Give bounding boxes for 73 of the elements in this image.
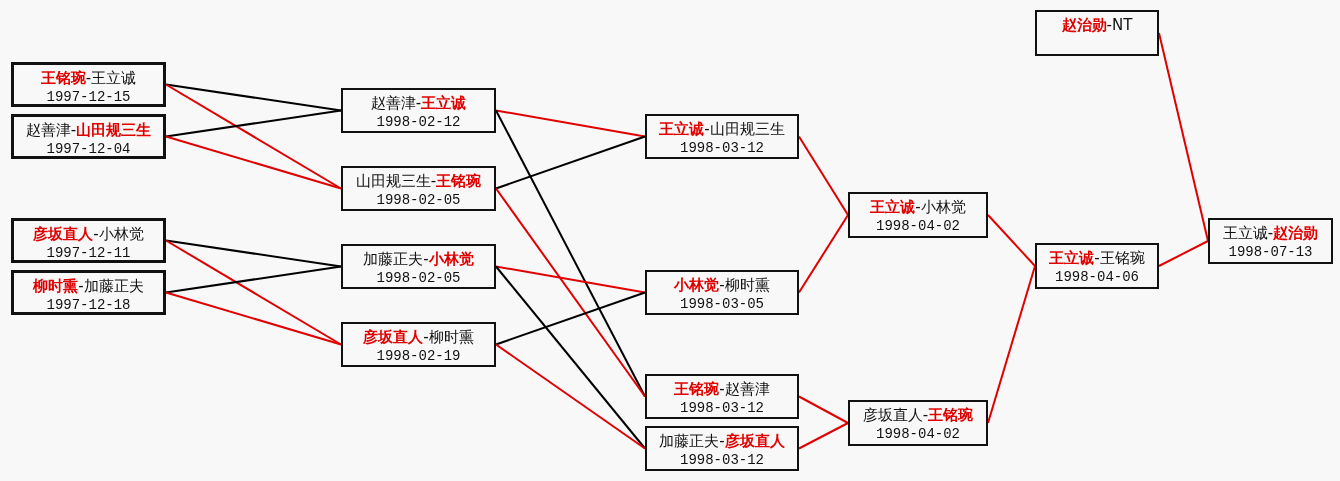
bracket-line — [495, 265, 646, 294]
bracket-line — [798, 422, 849, 450]
match-box — [645, 426, 799, 471]
match-box — [11, 114, 166, 159]
match-date: 1998-02-05 — [376, 269, 461, 287]
match-players: 王立诚-王铭琬 — [1049, 249, 1145, 267]
match-box — [645, 114, 799, 159]
match-box — [848, 400, 988, 446]
match-box — [11, 62, 166, 107]
match-box — [848, 192, 988, 238]
bracket-line — [1158, 32, 1209, 242]
bracket-line — [798, 214, 849, 294]
match-players: 王立诚-山田规三生 — [659, 120, 785, 138]
match-date: 1997-12-04 — [46, 140, 131, 158]
bracket-line — [1158, 240, 1209, 267]
bracket-line — [165, 239, 342, 346]
bracket-line — [165, 83, 342, 112]
match-players: 彦坂直人-王铭琬 — [862, 406, 974, 424]
match-box — [341, 166, 496, 211]
match-players: 赵善津-王立诚 — [370, 94, 467, 112]
bracket-line — [798, 395, 849, 424]
match-players: 小林觉-柳时熏 — [674, 276, 770, 294]
match-date: 1997-12-15 — [46, 88, 131, 106]
match-date: 1998-03-12 — [680, 139, 764, 157]
match-date: 1998-03-05 — [680, 295, 764, 313]
bracket-line — [165, 239, 342, 268]
match-box — [1035, 10, 1159, 56]
match-date: 1998-02-12 — [376, 113, 461, 131]
bracket-line — [495, 265, 646, 450]
match-date: 1998-02-05 — [376, 191, 461, 209]
bracket-line — [165, 109, 342, 138]
bracket-line — [495, 343, 646, 450]
match-date: 1997-12-18 — [46, 296, 131, 314]
match-box — [11, 270, 166, 315]
match-players: 柳时熏-加藤正夫 — [33, 277, 144, 295]
match-box — [341, 322, 496, 367]
bracket-line — [798, 135, 849, 216]
match-date: 1998-03-12 — [680, 399, 764, 417]
match-players: 赵善津-山田规三生 — [25, 121, 152, 139]
match-box — [11, 218, 166, 263]
bracket-line — [987, 214, 1036, 267]
match-players: 赵治勋-NT — [1061, 16, 1133, 34]
bracket-line — [495, 135, 646, 190]
match-date: 1997-12-11 — [46, 244, 131, 262]
match-players: 加藤正夫-小林觉 — [363, 250, 474, 268]
match-date: 1998-03-12 — [680, 451, 764, 469]
bracket-line — [165, 265, 342, 294]
match-box — [645, 270, 799, 315]
match-date: 1998-02-19 — [376, 347, 461, 365]
match-players: 王铭琬-王立诚 — [40, 69, 137, 87]
match-players: 王立诚-小林觉 — [870, 198, 966, 216]
match-players: 山田规三生-王铭琬 — [355, 172, 482, 190]
match-box — [341, 244, 496, 289]
match-players: 加藤正夫-彦坂直人 — [659, 432, 785, 450]
match-box — [341, 88, 496, 133]
match-box — [645, 374, 799, 419]
match-box — [1208, 218, 1333, 264]
bracket-line — [165, 291, 342, 346]
bracket-line — [987, 265, 1036, 424]
match-date: 1998-07-13 — [1228, 243, 1313, 261]
bracket-line — [165, 135, 342, 190]
bracket-line — [495, 187, 646, 398]
match-date: 1998-04-06 — [1055, 268, 1139, 286]
match-players: 彦坂直人-柳时熏 — [363, 328, 474, 346]
match-players: 王铭琬-赵善津 — [674, 380, 770, 398]
match-players: 王立诚-赵治勋 — [1222, 224, 1319, 242]
match-date: 1998-04-02 — [876, 217, 960, 235]
match-box — [1035, 243, 1159, 289]
bracket-line — [165, 83, 342, 190]
match-players: 彦坂直人-小林觉 — [33, 225, 144, 243]
bracket-line — [495, 291, 646, 346]
bracket-line — [495, 109, 646, 138]
match-date: 1998-04-02 — [876, 425, 960, 443]
